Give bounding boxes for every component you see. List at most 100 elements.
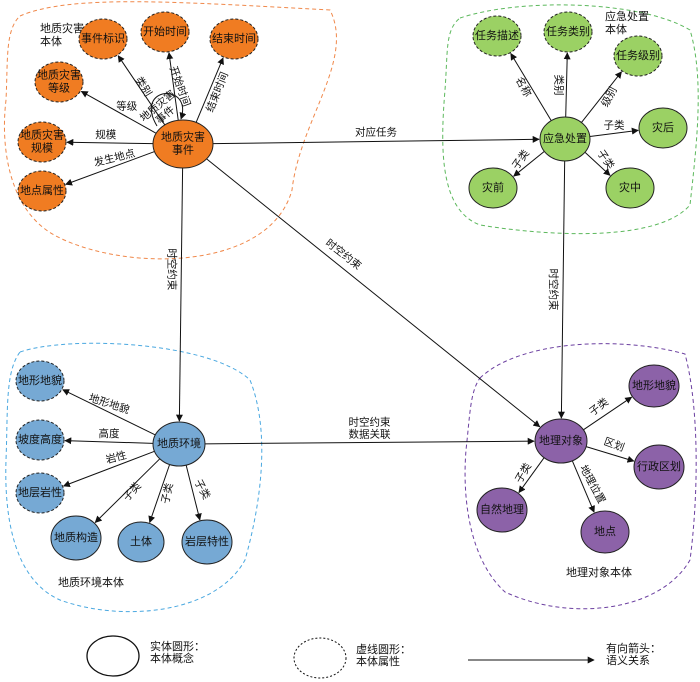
edge-label: 高度 [99, 427, 120, 440]
node-label: 坡度高度 [18, 432, 62, 446]
node-shape [140, 11, 190, 53]
edge-line [175, 167, 184, 422]
node-label: 灾中 [619, 180, 641, 194]
node-response[interactable]: 应急处置 [539, 116, 591, 162]
node-label: 地质灾害等级 [37, 68, 81, 95]
edge-line [166, 52, 179, 121]
node-disaster_event[interactable]: 地质灾害事件 [152, 119, 214, 169]
node-label: 岩层特性 [185, 534, 229, 548]
node-event_id[interactable]: 事件标识 [78, 18, 128, 60]
node-shape [633, 444, 685, 490]
edge-geo_env-geo_structure: 子类 [94, 458, 161, 523]
node-task_desc[interactable]: 任务描述 [472, 15, 522, 57]
node-shape [580, 510, 630, 554]
edge-response-mid_disaster: 子类 [584, 147, 618, 176]
node-strata_lith[interactable]: 地层岩性 [15, 472, 65, 514]
node-natural_geo[interactable]: 自然地理 [476, 487, 528, 533]
edge-line [510, 52, 552, 121]
edge-line [65, 151, 155, 186]
node-label: 应急处置 [543, 131, 587, 145]
node-shape [34, 61, 84, 103]
node-geo_structure[interactable]: 地质构造 [50, 515, 102, 561]
edge-label: 级别 [599, 85, 619, 109]
node-label: 灾前 [482, 180, 504, 194]
group-g_geo: 地理对象本体 [464, 343, 697, 610]
node-geo_env[interactable]: 地质环境 [152, 421, 206, 467]
node-geo_landform[interactable]: 地形地貌 [628, 364, 680, 408]
node-shape [638, 107, 688, 149]
edge-label: 子类 [192, 477, 214, 502]
node-shape [209, 18, 259, 60]
edge-line [150, 92, 187, 127]
edge-disaster_event-place_attr: 发生地点 [65, 146, 155, 186]
edge-geo_env-strata_lith: 岩性 [62, 449, 155, 488]
node-shape [539, 116, 591, 162]
node-shape [50, 515, 102, 561]
node-task_type[interactable]: 任务类别 [543, 11, 593, 53]
legend-label: 实体圆形：本体概念 [150, 639, 205, 665]
node-landform[interactable]: 地形地貌 [15, 360, 65, 402]
node-label: 任务级别 [616, 49, 660, 62]
group-title: 应急处置本体 [605, 9, 649, 36]
edge-label: 子类 [595, 147, 618, 172]
edge-response-task_level: 级别 [581, 71, 622, 123]
node-shape [605, 167, 655, 209]
edge-geo_env-rock_prop: 子类 [185, 465, 214, 521]
edge-label: 岩性 [104, 449, 128, 467]
edge-label: 类别 [553, 75, 566, 96]
edge-line [585, 446, 635, 463]
edge-response-post_disaster: 子类 [589, 118, 639, 138]
node-start_time[interactable]: 开始时间 [140, 11, 190, 53]
legend-solid-circle-icon [86, 635, 140, 677]
node-rock_prop[interactable]: 岩层特性 [181, 519, 233, 565]
legend_dashed: 虚线圆形：本体属性 [293, 637, 411, 679]
group-outline [464, 343, 697, 610]
node-place[interactable]: 地点 [580, 510, 630, 554]
group-g_env: 地质环境本体 [5, 342, 263, 613]
node-end_time[interactable]: 结束时间 [209, 18, 259, 60]
node-label: 地质灾害事件 [161, 130, 205, 157]
node-shape [468, 167, 518, 209]
edge-line [62, 389, 156, 436]
edge-geo_object-place: 地理位置 [571, 460, 608, 513]
node-disaster_scale[interactable]: 地质灾害规模 [17, 121, 67, 163]
edge-label: 区划 [602, 435, 626, 454]
group-title: 地理对象本体 [566, 565, 632, 579]
node-task_level[interactable]: 任务级别 [613, 35, 663, 77]
group-outline [5, 342, 263, 613]
edge-geo_env-soil: 子类 [148, 464, 176, 524]
edge-label: 时空约束 [323, 236, 364, 272]
node-disaster_grade[interactable]: 地质灾害等级 [34, 61, 84, 103]
node-label: 地质环境 [157, 436, 201, 450]
edge-line [80, 90, 157, 134]
group-g_response: 应急处置本体 [442, 4, 699, 235]
node-pre_disaster[interactable]: 灾前 [468, 167, 518, 209]
node-admin_region[interactable]: 行政区划 [633, 444, 685, 490]
node-mid_disaster[interactable]: 灾中 [605, 167, 655, 209]
node-soil[interactable]: 土体 [117, 521, 165, 563]
node-place_attr[interactable]: 地点属性 [17, 170, 67, 212]
edge-label: 子类 [604, 118, 625, 131]
node-post_disaster[interactable]: 灾后 [638, 107, 688, 149]
edge-label: 子类 [159, 481, 176, 505]
edge-label: 规模 [95, 128, 116, 141]
edge-line [117, 55, 166, 126]
node-label: 结束时间 [212, 32, 256, 45]
group-title: 地质环境本体 [58, 575, 124, 589]
node-geo_object[interactable]: 地理对象 [534, 418, 588, 464]
edge-geo_object-admin_region: 区划 [585, 435, 635, 463]
node-shape [472, 15, 522, 57]
edge-label: 子类 [120, 479, 144, 504]
node-label: 地点属性 [20, 183, 64, 197]
edge-line [185, 465, 202, 521]
node-shape [628, 364, 680, 408]
node-label: 任务描述 [475, 28, 519, 42]
edge-geo_env-slope_height: 高度 [64, 427, 154, 445]
edge-line [204, 437, 535, 445]
edge-line [62, 450, 155, 488]
edge-disaster_event-disaster_scale: 规模 [66, 128, 154, 146]
node-shape [15, 419, 65, 461]
node-slope_height[interactable]: 坡度高度 [15, 419, 65, 461]
edge-response-task_desc: 名称 [510, 52, 552, 121]
